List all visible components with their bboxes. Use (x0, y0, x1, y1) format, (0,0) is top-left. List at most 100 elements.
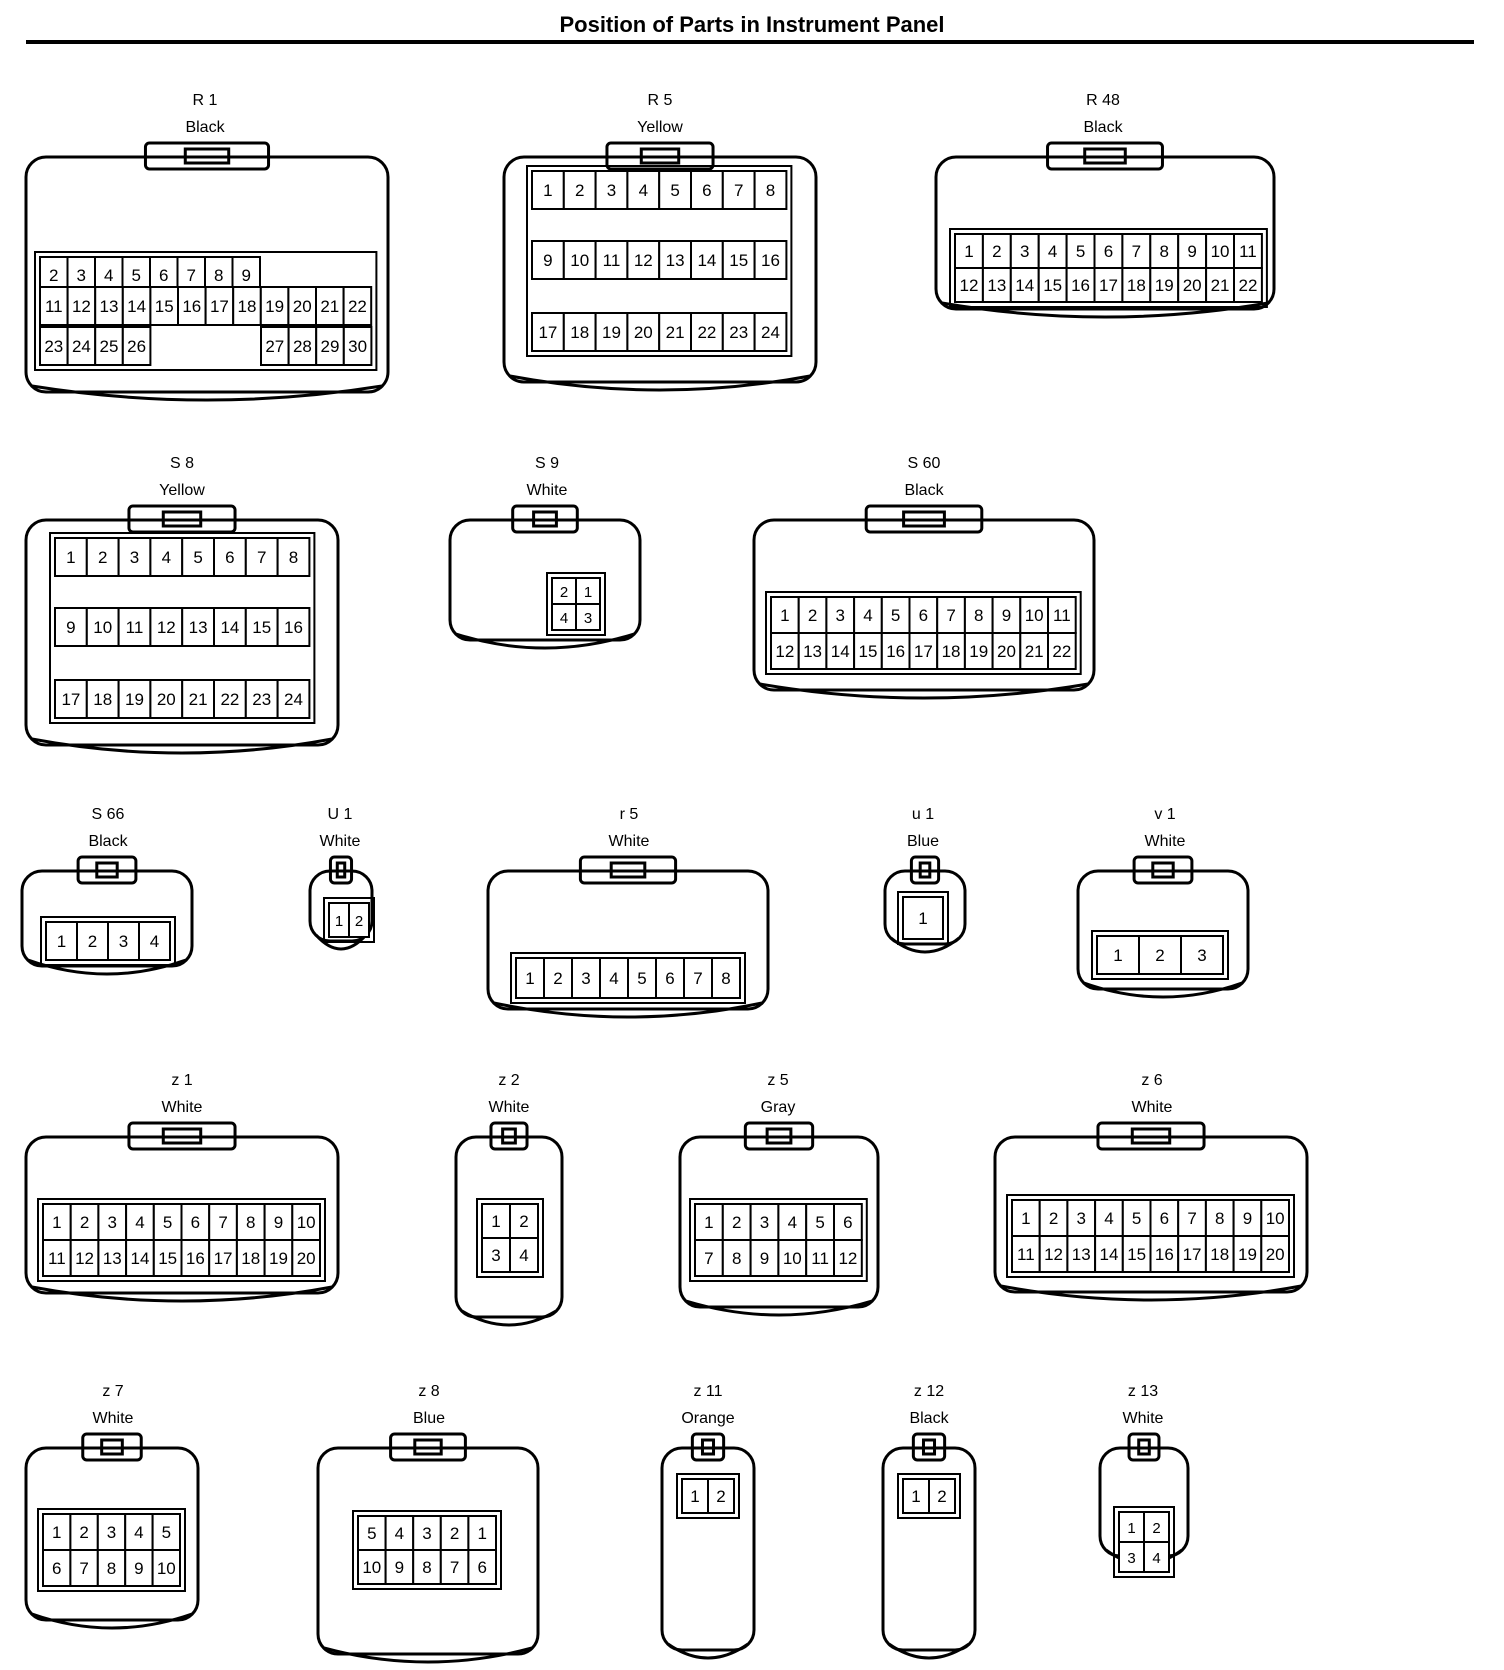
pin-cell (797, 596, 828, 634)
pin-number: 5 (891, 606, 900, 625)
pin-number: 18 (238, 297, 257, 316)
pin-number: 7 (450, 1558, 459, 1577)
pin-cell (683, 957, 713, 999)
pin-number: 5 (367, 1524, 376, 1543)
pin-cell (721, 312, 756, 352)
pin-cell (575, 577, 601, 605)
pin-number: 12 (838, 1249, 857, 1268)
pin-cell (721, 170, 756, 210)
pin-number: 4 (609, 969, 618, 988)
pin-cell (1121, 267, 1152, 303)
pin-number: 9 (1002, 606, 1011, 625)
pin-cell (594, 240, 629, 280)
pin-number: 13 (1072, 1245, 1091, 1264)
latch-tab (183, 147, 231, 165)
pin-number: 15 (1127, 1245, 1146, 1264)
pin-number: 24 (761, 323, 780, 342)
pin-number: 3 (130, 548, 139, 567)
connector-color-label: White (319, 833, 361, 850)
pin-number: 4 (1152, 1550, 1160, 1567)
pin-cell (315, 286, 345, 326)
pin-cell (85, 607, 120, 647)
connector-skirt (685, 1299, 873, 1317)
connector-latch (511, 504, 579, 534)
pin-number: 19 (602, 323, 621, 342)
pin-cell (177, 286, 207, 326)
pin-cell (594, 312, 629, 352)
pin-number: 4 (639, 181, 648, 200)
pin-cell (97, 1239, 128, 1277)
connector-body (486, 869, 770, 1011)
pin-number: 18 (241, 1249, 260, 1268)
pin-cell (711, 957, 741, 999)
pin-cell (54, 607, 88, 647)
pin-number: 15 (252, 618, 271, 637)
connector-latch (864, 504, 984, 534)
pin-number: 20 (157, 690, 176, 709)
pin-number: 7 (79, 1559, 88, 1578)
pin-cell (753, 312, 788, 352)
pin-cell (805, 1239, 836, 1277)
pin-number: 1 (584, 584, 592, 601)
pin-number: 17 (538, 323, 557, 342)
pin-number: 3 (1077, 1209, 1086, 1228)
pin-number: 12 (775, 642, 794, 661)
pin-number: 3 (1197, 946, 1206, 965)
pin-number: 1 (1127, 1520, 1135, 1537)
pin-number: 29 (321, 337, 340, 356)
pin-number: 8 (107, 1559, 116, 1578)
pin-number: 7 (218, 1213, 227, 1232)
pin-cell (244, 607, 279, 647)
pin-number: 6 (1160, 1209, 1169, 1228)
connector-skirt (323, 1646, 533, 1664)
connector-id-label: U 1 (327, 806, 353, 823)
pin-number: 10 (570, 251, 589, 270)
pin-number: 5 (193, 548, 202, 567)
connector-skirt (1083, 981, 1243, 999)
connector-latch (605, 141, 715, 171)
latch-tab (1130, 1127, 1172, 1145)
pin-cell (276, 679, 311, 719)
pin-cell (235, 1239, 266, 1277)
pin-cell (39, 326, 69, 366)
pin-cell (1138, 935, 1182, 975)
connector-body (24, 155, 390, 394)
pin-number: 9 (134, 1559, 143, 1578)
pin-number: 7 (704, 1249, 713, 1268)
pin-number: 5 (637, 969, 646, 988)
connector-latch (127, 1121, 237, 1151)
pin-number: 3 (607, 181, 616, 200)
pin-number: 11 (811, 1249, 829, 1268)
pin-number: 13 (189, 618, 208, 637)
pin-cell (509, 1237, 539, 1273)
pin-number: 12 (634, 251, 653, 270)
pin-number: 15 (155, 297, 174, 316)
latch-tab (700, 1438, 716, 1456)
pin-number: 2 (716, 1487, 725, 1506)
connector-color-label: Orange (681, 1410, 735, 1427)
pin-cell (180, 1203, 211, 1241)
connector-body (448, 518, 642, 642)
pin-cell (149, 537, 184, 577)
pin-cell (315, 326, 345, 366)
connector-id-label: S 8 (169, 455, 194, 472)
pin-cell (1065, 233, 1096, 269)
connector-skirt (314, 933, 368, 951)
pin-cell (208, 1239, 238, 1277)
pin-number: 17 (914, 642, 933, 661)
pin-number: 3 (491, 1246, 500, 1265)
connector-color-label: Yellow (637, 119, 683, 136)
pin-cell (342, 286, 373, 326)
connector-body (1076, 869, 1250, 991)
latch-tab (501, 1127, 517, 1145)
pin-number: 15 (729, 251, 748, 270)
pin-cell (117, 679, 152, 719)
pin-number: 2 (1049, 1209, 1058, 1228)
pin-number: 16 (886, 642, 905, 661)
pin-number: 8 (246, 1213, 255, 1232)
pin-cell (575, 603, 601, 631)
